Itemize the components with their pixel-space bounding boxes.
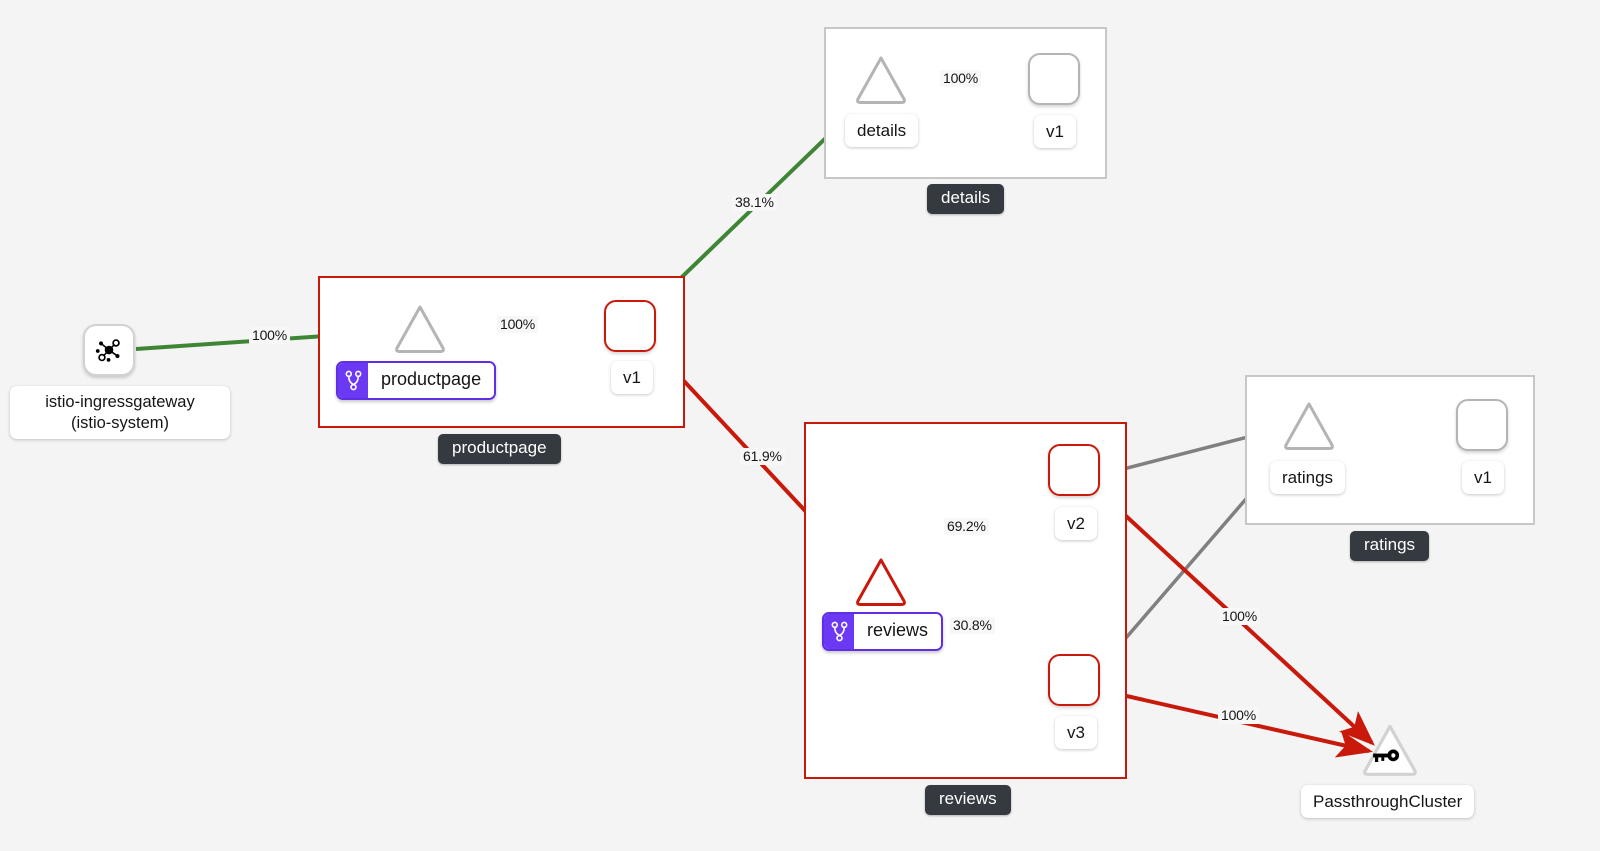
edge-label-details-internal: 100%: [940, 70, 982, 88]
route-icon: [824, 614, 854, 649]
group-box-productpage[interactable]: [318, 276, 685, 428]
group-label-reviews: reviews: [925, 785, 1011, 815]
edge-label-v3-to-passthrough: 100%: [1218, 707, 1260, 725]
group-label-details: details: [927, 184, 1005, 214]
node-caption-ratings-v1: v1: [1462, 461, 1504, 495]
node-ratings-v1[interactable]: [1456, 399, 1508, 451]
node-caption-reviews-v2: v2: [1055, 507, 1097, 541]
badge-productpage-virtualservice[interactable]: productpage: [336, 361, 497, 400]
node-productpage-v1[interactable]: [604, 300, 656, 352]
edge-label-v2-to-passthrough: 100%: [1219, 608, 1261, 626]
edge-label-to-reviews: 61.9%: [740, 448, 785, 466]
badge-reviews-virtualservice[interactable]: reviews: [822, 612, 944, 651]
key-icon: [1373, 749, 1400, 762]
edge-label-reviews-v3: 30.8%: [950, 617, 995, 635]
edge-label-to-details: 38.1%: [732, 194, 777, 212]
node-caption-istio-ingressgateway: istio-ingressgateway (istio-system): [10, 386, 230, 440]
node-reviews-v2[interactable]: [1048, 444, 1100, 496]
node-reviews-service[interactable]: [855, 555, 907, 607]
node-istio-ingressgateway[interactable]: [83, 324, 135, 376]
node-reviews-v3[interactable]: [1048, 654, 1100, 706]
node-caption-productpage-v1: v1: [611, 361, 653, 395]
node-details-v1[interactable]: [1028, 53, 1080, 105]
badge-label-reviews: reviews: [854, 614, 942, 649]
node-caption-reviews-v3: v3: [1055, 716, 1097, 750]
group-label-productpage: productpage: [438, 434, 561, 464]
node-caption-details-v1: v1: [1034, 115, 1076, 149]
edge-label-gateway-to-productpage: 100%: [249, 327, 291, 345]
node-productpage-service[interactable]: [394, 302, 446, 354]
node-ratings-service[interactable]: [1283, 399, 1335, 451]
topology-icon: [95, 339, 120, 362]
caption-line-2: (istio-system): [70, 413, 170, 432]
node-passthrough-cluster[interactable]: [1362, 721, 1418, 777]
node-details-service[interactable]: [855, 53, 907, 105]
node-caption-ratings-service: ratings: [1270, 461, 1346, 495]
node-caption-details-service: details: [845, 114, 919, 148]
group-label-ratings: ratings: [1350, 531, 1430, 561]
route-icon: [338, 363, 368, 398]
badge-label-productpage: productpage: [368, 363, 495, 398]
edge-label-reviews-v2: 69.2%: [944, 518, 989, 536]
node-caption-passthrough-cluster: PassthroughCluster: [1301, 785, 1475, 819]
edge-label-productpage-internal: 100%: [497, 316, 539, 334]
caption-line-1: istio-ingressgateway: [45, 393, 195, 411]
